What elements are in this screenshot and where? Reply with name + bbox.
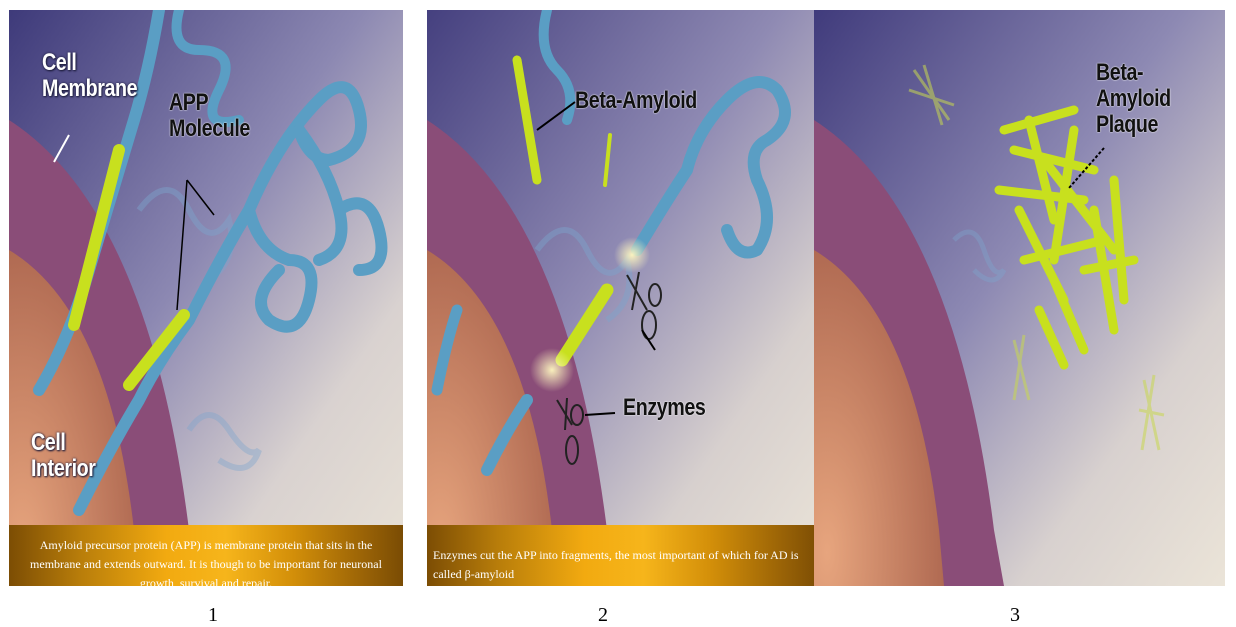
caption: Enzymes cut the APP into fragments, the … (427, 525, 821, 586)
panel-3: Beta-Amyloid Plaque (814, 10, 1225, 586)
label-cell-interior: Cell Interior (31, 430, 96, 482)
label-cell-membrane: Cell Membrane (42, 50, 137, 102)
panel-number-2: 2 (598, 604, 608, 627)
label-beta-amyloid-plaque: Beta-Amyloid Plaque (1096, 60, 1202, 138)
panel-number-3: 3 (1010, 604, 1020, 627)
panel-2: Beta-Amyloid Enzymes Enzymes cut the APP… (427, 10, 821, 586)
label-beta-amyloid: Beta-Amyloid (575, 88, 697, 114)
panel-number-1: 1 (208, 604, 218, 627)
label-enzymes: Enzymes (623, 395, 705, 421)
panel-1: Cell Membrane APP Molecule Cell Interior… (9, 10, 403, 586)
cut-glow (530, 348, 574, 392)
cut-glow (614, 237, 650, 273)
caption: Amyloid precursor protein (APP) is membr… (9, 525, 403, 586)
label-app-molecule: APP Molecule (169, 90, 250, 142)
